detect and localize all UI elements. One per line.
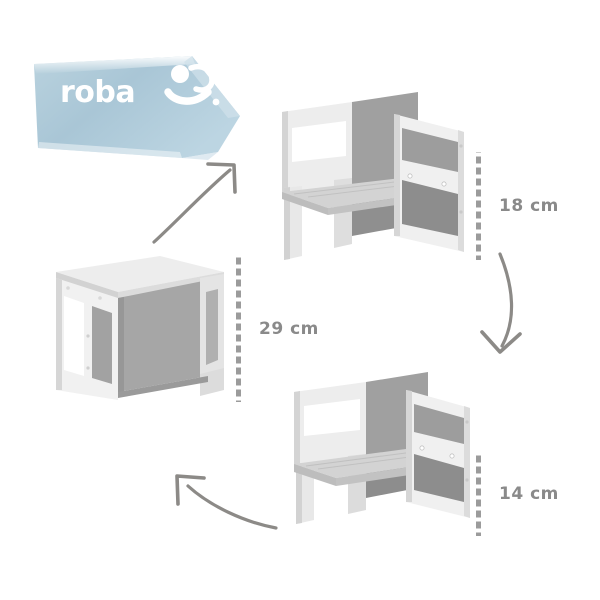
banner-shape [34, 56, 240, 160]
measure-dashed-line-29 [236, 256, 241, 402]
measure-dashed-line-18 [476, 152, 481, 260]
measurement-14cm: 14 cm [476, 452, 559, 536]
chair-seat-height-14 [294, 372, 470, 524]
measurement-29cm: 29 cm [236, 256, 319, 402]
chair-seat-height-29 [56, 256, 224, 400]
measure-dashed-line-14 [476, 452, 481, 536]
roba-smiley-child-icon [164, 64, 220, 106]
measure-label-18: 18 cm [499, 196, 559, 216]
measure-label-14: 14 cm [499, 484, 559, 504]
brand-banner: roba [32, 48, 260, 160]
brand-name-text: roba [60, 75, 136, 110]
measurement-18cm: 18 cm [476, 152, 559, 260]
arrow-18-to-14 [480, 252, 522, 354]
arrow-14-to-29 [175, 474, 278, 530]
measure-label-29: 29 cm [259, 319, 319, 339]
arrow-to-brand-banner [152, 162, 237, 244]
chair-seat-height-18 [282, 92, 464, 260]
